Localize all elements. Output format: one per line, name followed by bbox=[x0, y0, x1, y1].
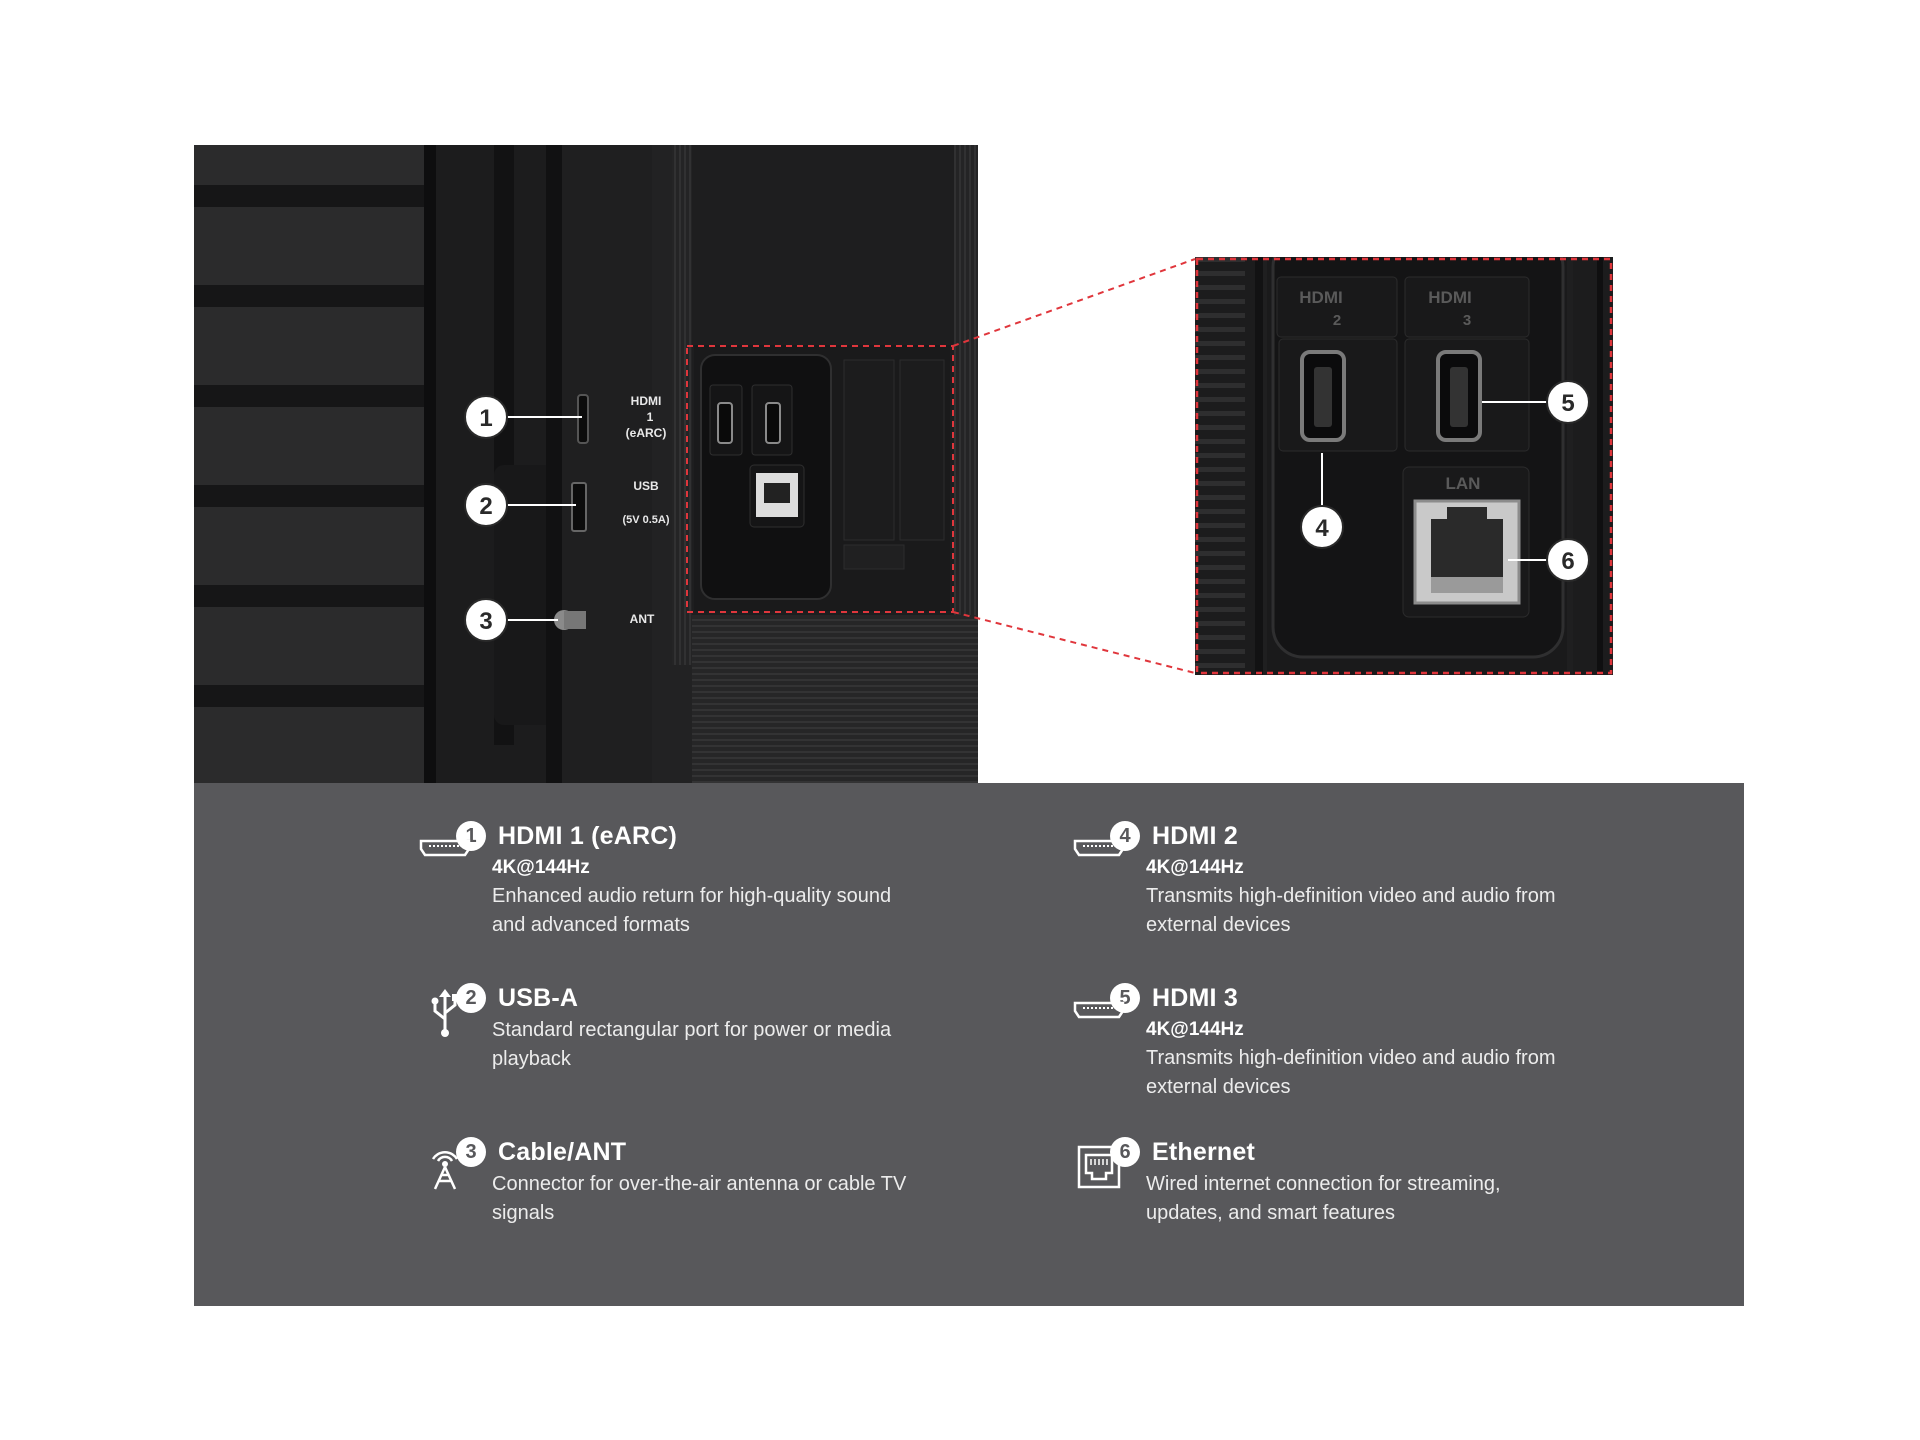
port-legend-panel: 1 HDMI 1 (eARC) 4K@144Hz Enhanced audio … bbox=[194, 783, 1744, 1306]
highlight-box bbox=[686, 345, 954, 613]
zoom-label-hdmi2: HDMI bbox=[1299, 288, 1342, 307]
legend-spec: 4K@144Hz bbox=[492, 857, 590, 878]
legend-title: HDMI 3 bbox=[1152, 983, 1238, 1012]
hdmi-icon bbox=[1073, 1001, 1125, 1019]
legend-desc: Enhanced audio return for high-quality s… bbox=[492, 885, 892, 936]
ethernet-icon bbox=[1077, 1145, 1121, 1189]
legend-title: USB-A bbox=[498, 983, 579, 1012]
legend-title: HDMI 1 (eARC) bbox=[498, 821, 677, 850]
usb-icon bbox=[431, 989, 459, 1037]
legend-desc: Wired internet connection for streaming,… bbox=[1146, 1173, 1501, 1224]
port-label-hdmi-num: 1 bbox=[647, 410, 654, 424]
zoom-label-lan: LAN bbox=[1446, 474, 1481, 493]
zoom-detail: HDMI 2 HDMI 3 LAN bbox=[1195, 257, 1613, 675]
legend-item-usb: 2 USB-A Standard rectangular port for po… bbox=[431, 981, 1052, 1074]
hdmi1-port bbox=[577, 394, 589, 444]
port-label-earc: (eARC) bbox=[626, 426, 667, 440]
port-label-hdmi: HDMI bbox=[631, 394, 662, 408]
legend-item-hdmi3: 5 HDMI 3 4K@144Hz Transmits high-definit… bbox=[1073, 981, 1706, 1102]
port-label-usb-power: (5V 0.5A) bbox=[622, 514, 669, 526]
usb-port bbox=[571, 482, 587, 532]
zoom-label-hdmi3-num: 3 bbox=[1463, 312, 1471, 329]
tv-rear-panel-photo: HDMI 1 (eARC) USB (5V 0.5A) ANT bbox=[194, 145, 978, 783]
legend-desc: Transmits high-definition video and audi… bbox=[1146, 885, 1556, 936]
hdmi-icon bbox=[419, 839, 471, 857]
legend-number: 6 bbox=[1110, 1137, 1140, 1167]
legend-title: Ethernet bbox=[1152, 1137, 1256, 1166]
legend-item-ethernet: 6 Ethernet Wired internet connection for… bbox=[1077, 1135, 1706, 1228]
port-label-ant: ANT bbox=[630, 612, 655, 626]
legend-desc: Transmits high-definition video and audi… bbox=[1146, 1047, 1556, 1098]
legend-number: 3 bbox=[456, 1137, 486, 1167]
legend-desc: Standard rectangular port for power or m… bbox=[492, 1019, 892, 1070]
legend-item-hdmi2: 4 HDMI 2 4K@144Hz Transmits high-definit… bbox=[1073, 819, 1706, 940]
legend-spec: 4K@144Hz bbox=[1146, 857, 1244, 878]
legend-title: Cable/ANT bbox=[498, 1137, 627, 1166]
legend-number: 1 bbox=[456, 821, 486, 851]
port-label-usb: USB bbox=[633, 479, 659, 493]
rear-slats bbox=[194, 185, 424, 707]
legend-spec: 4K@144Hz bbox=[1146, 1019, 1244, 1040]
zoom-label-hdmi3: HDMI bbox=[1428, 288, 1471, 307]
legend-desc: Connector for over-the-air antenna or ca… bbox=[492, 1173, 907, 1224]
antenna-icon bbox=[431, 1150, 459, 1190]
legend-number: 5 bbox=[1110, 983, 1140, 1013]
zoom-label-hdmi2-num: 2 bbox=[1333, 312, 1341, 329]
legend-number: 2 bbox=[456, 983, 486, 1013]
legend-title: HDMI 2 bbox=[1152, 821, 1238, 850]
legend-item-hdmi1: 1 HDMI 1 (eARC) 4K@144Hz Enhanced audio … bbox=[419, 819, 1052, 940]
legend-item-ant: 3 Cable/ANT Connector for over-the-air a… bbox=[431, 1135, 1052, 1228]
hdmi-icon bbox=[1073, 839, 1125, 857]
legend-number: 4 bbox=[1110, 821, 1140, 851]
